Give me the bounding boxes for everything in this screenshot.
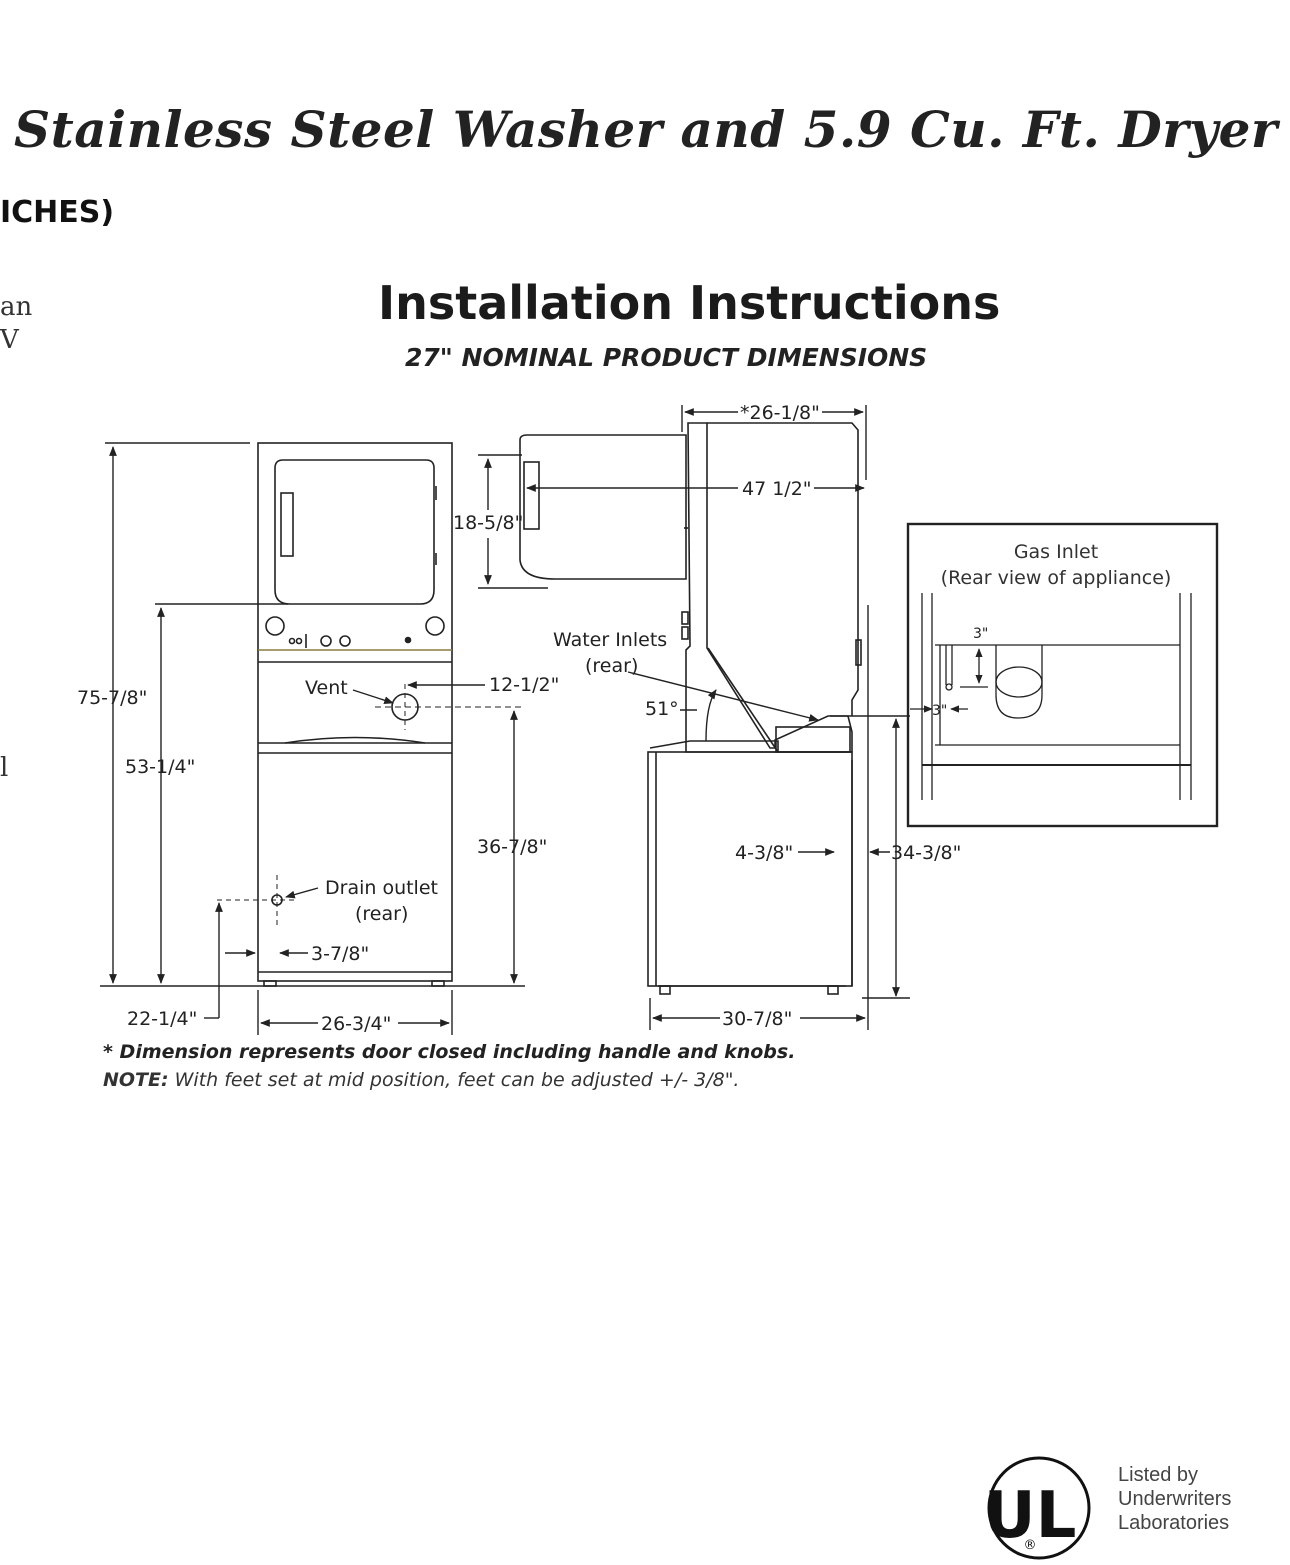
gas-inlet-detail (906, 522, 1219, 828)
label-vent: Vent (305, 677, 348, 699)
label-side-depth: 30-7/8" (722, 1008, 792, 1030)
control-knob-right (425, 616, 445, 636)
label-inlet-offset: 4-3/8" (735, 842, 793, 864)
label-inlet-height: 34-3/8" (891, 842, 961, 864)
ul-line-2: Underwriters (1118, 1488, 1232, 1510)
dryer-door-handle (280, 492, 294, 557)
dryer-door (274, 459, 435, 605)
label-gas-vertical-offset: 3" (973, 626, 988, 642)
left-text-fragment-1: an (0, 292, 33, 322)
label-gas-inlet-subtitle: (Rear view of appliance) (941, 567, 1172, 589)
page-title: Stainless Steel Washer and 5.9 Cu. Ft. D… (14, 100, 1278, 159)
note-label: NOTE: (103, 1069, 169, 1091)
label-depth-closed: *26-1/8" (740, 402, 820, 424)
front-unit-outline (257, 442, 453, 982)
front-view (217, 442, 525, 987)
label-vent-offset: 12-1/2" (489, 674, 559, 696)
label-lid-angle: 51° (645, 698, 679, 720)
label-door-open-depth: 47 1/2" (742, 478, 812, 500)
units-heading-fragment: ICHES) (0, 195, 115, 230)
installation-title: Installation Instructions (378, 276, 1001, 330)
label-overall-height: 75-7/8" (77, 687, 147, 709)
label-drain-rear: (rear) (355, 903, 408, 925)
label-gas-inlet: Gas Inlet (1014, 541, 1098, 563)
left-text-fragment-3: l (0, 753, 9, 783)
side-view (519, 422, 910, 995)
label-washer-top-height: 53-1/4" (125, 756, 195, 778)
label-drain-outlet: Drain outlet (325, 877, 438, 899)
ul-listing-text: Listed by Underwriters Laboratories (1118, 1463, 1231, 1535)
note-door-closed: * Dimension represents door closed inclu… (103, 1041, 796, 1063)
label-front-width: 26-3/4" (321, 1013, 391, 1035)
svg-text:®: ® (1024, 1538, 1037, 1553)
open-dryer-door (519, 434, 687, 580)
label-drain-offset: 3-7/8" (311, 943, 369, 965)
note-text: With feet set at mid position, feet can … (168, 1069, 740, 1091)
installation-subtitle: 27" NOMINAL PRODUCT DIMENSIONS (405, 343, 928, 372)
ul-logo: UL ® (984, 1456, 1091, 1560)
label-water-inlets: Water Inlets (553, 629, 667, 651)
label-water-inlets-rear: (rear) (585, 655, 638, 677)
ul-line-1: Listed by (1118, 1464, 1199, 1486)
label-drain-height: 22-1/4" (127, 1008, 197, 1030)
washer-side-body (647, 751, 853, 987)
svg-text:UL: UL (984, 1479, 1077, 1553)
label-vent-height: 36-7/8" (477, 836, 547, 858)
label-gas-horizontal-offset: 3" (932, 703, 947, 719)
label-door-height: 18-5/8" (453, 512, 523, 534)
ul-line-3: Laboratories (1118, 1512, 1230, 1534)
left-text-fragment-2: V (0, 325, 19, 355)
gas-inlet-frame (906, 522, 1219, 828)
control-knob-left (265, 616, 285, 636)
note-feet-adjust: NOTE: With feet set at mid position, fee… (103, 1069, 739, 1091)
